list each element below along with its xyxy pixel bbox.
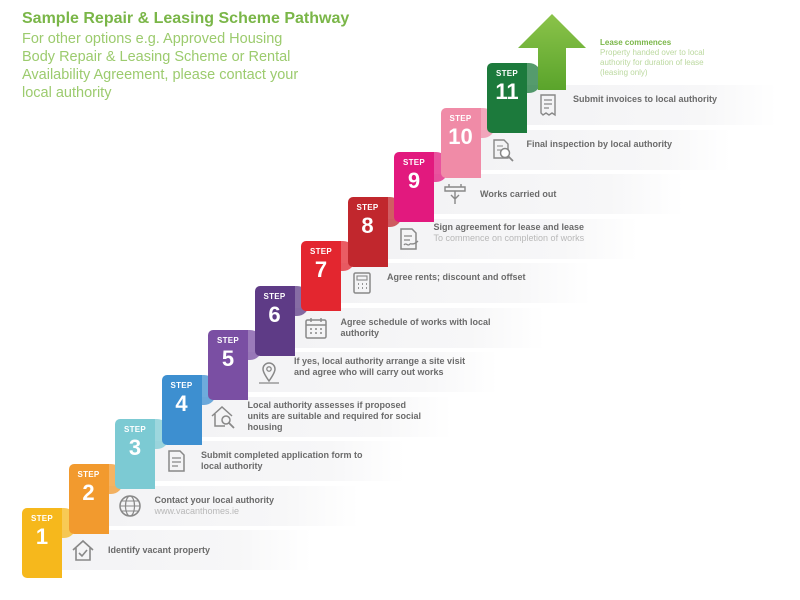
step-1-number: 1 [35,524,49,549]
step-7-label: Agree rents; discount and offset [387,272,526,282]
globe-icon [117,493,143,519]
step-5-text: If yes, local authority arrange a site v… [294,356,469,378]
document-icon [163,448,189,474]
house-check-icon [70,537,96,563]
step-11-curl [527,63,541,93]
step-4-tread [201,396,452,437]
map-pin-icon [256,359,282,385]
step-7-step-label: STEP [309,247,333,256]
invoice-icon [535,92,561,118]
step-5-number: 5 [221,346,235,371]
inspection-icon [489,137,515,163]
lease-commences-title: Lease commences [600,38,672,47]
step-9-step-label: STEP [402,158,426,167]
step-7-tread [341,263,591,303]
step-2-number: 2 [82,479,95,505]
step-11-number: 11 [495,79,519,104]
step-9-number: 9 [407,168,421,193]
step-11-step-label: STEP [495,69,519,78]
page-title: Sample Repair & Leasing Scheme Pathway [22,10,350,27]
up-arrow-icon [518,14,586,90]
step-3-step-label: STEP [123,425,147,434]
step-1-text: Identify vacant property [108,545,283,556]
page-subtitle: For other options e.g. Approved Housing … [22,31,299,101]
step-10-step-label: STEP [449,113,472,123]
step-6-label: Agree schedule of works with local autho… [340,316,491,338]
step-10-text: Final inspection by local authority [527,139,702,150]
lease-commences-description: Property handed over to local authority … [600,48,705,77]
step-7-text: Agree rents; discount and offset [387,272,562,283]
step-3-text: Submit completed application form to loc… [201,450,376,472]
step-3-label: Submit completed application form to loc… [201,450,363,471]
step-5-tread [248,352,498,392]
step-1-step-label: STEP [30,514,54,523]
calculator-icon [349,270,375,296]
step-5-step-label: STEP [216,336,240,345]
step-6-number: 6 [268,301,281,327]
step-3-number: 3 [128,435,142,460]
step-4-step-label: STEP [170,380,193,390]
step-2-tread [108,485,359,526]
calendar-icon [303,315,329,341]
step-9-tread [434,174,684,214]
step-1-tread [62,530,312,570]
step-8-tread [387,218,638,259]
step-6-text: Agree schedule of works with local autho… [341,317,516,339]
step-6-step-label: STEP [263,291,286,301]
step-10-label: Final inspection by local authority [526,138,673,149]
tools-icon [442,181,468,207]
step-5-label: If yes, local authority arrange a site v… [294,355,466,377]
step-2-step-label: STEP [77,469,100,479]
step-9-text: Works carried out [480,189,655,200]
step-1-label: Identify vacant property [108,544,211,555]
step-4-label: Local authority assesses if proposed uni… [247,400,422,432]
step-10-tread [480,129,731,170]
step-4-number: 4 [175,390,188,416]
step-6-tread [294,307,545,348]
step-8-number: 8 [361,212,374,238]
step-11-label: Submit invoices to local authority [573,94,718,104]
step-3-tread [155,441,405,481]
step-8-label: Sign agreement for lease and lease [433,222,585,232]
step-11-tread [527,85,777,125]
step-2-label: Contact your local authority [154,494,275,505]
step-11-text: Submit invoices to local authority [573,94,748,105]
signed-document-icon [396,226,422,252]
step-9-label: Works carried out [480,188,557,199]
step-8-step-label: STEP [356,202,379,212]
step-7-number: 7 [314,257,328,282]
house-search-icon [210,404,236,430]
step-10-number: 10 [448,123,473,149]
step-8-sublabel: To commence on completion of works [433,233,585,243]
step-4-text: Local authority assesses if proposed uni… [248,400,423,433]
step-2-sublabel: www.vacanthomes.ie [154,505,240,516]
